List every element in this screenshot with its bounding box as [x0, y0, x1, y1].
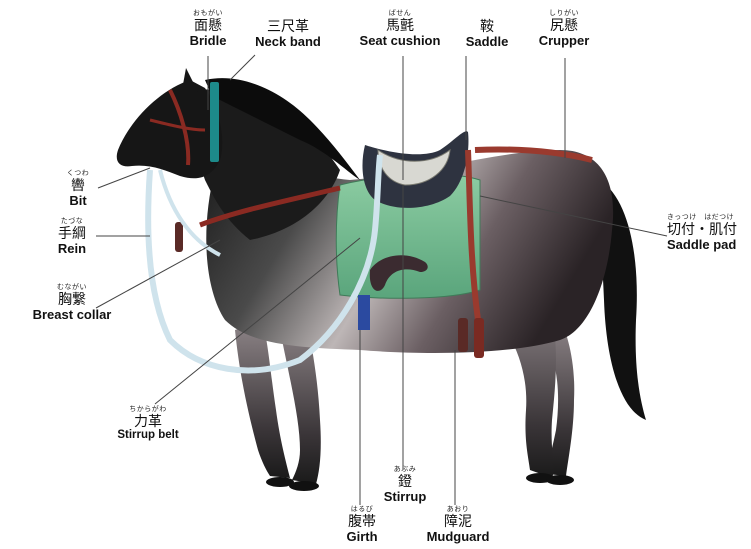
label-girth: はるび 腹帯 Girth — [334, 506, 390, 543]
label-saddle: 鞍 Saddle — [456, 20, 518, 48]
label-saddle-pad: きっつけ はだつけ 切付・肌付 Saddle pad — [667, 214, 751, 251]
label-bridle: おもがい 面懸 Bridle — [183, 10, 233, 47]
tassel — [175, 222, 183, 252]
tassel — [474, 318, 484, 358]
label-bit: くつわ 轡 Bit — [58, 170, 98, 207]
tassel — [458, 318, 468, 352]
horse-head — [117, 80, 223, 178]
girth-strap — [358, 295, 370, 330]
neck-band-strap — [210, 82, 219, 162]
label-stirrup: あぶみ 鐙 Stirrup — [374, 466, 436, 503]
label-rein: たづな 手綱 Rein — [48, 218, 96, 255]
label-seat-cushion: ばせん 馬氈 Seat cushion — [345, 10, 455, 47]
horse-ear — [182, 68, 198, 92]
label-stirrup-belt: ちからがわ 力革 Stirrup belt — [100, 406, 196, 442]
label-neck-band: 三尺革 Neck band — [244, 20, 332, 48]
label-breast-collar: むながい 胸繋 Breast collar — [20, 284, 124, 321]
label-crupper: しりがい 尻懸 Crupper — [530, 10, 598, 47]
label-mudguard: あおり 障泥 Mudguard — [412, 506, 504, 543]
